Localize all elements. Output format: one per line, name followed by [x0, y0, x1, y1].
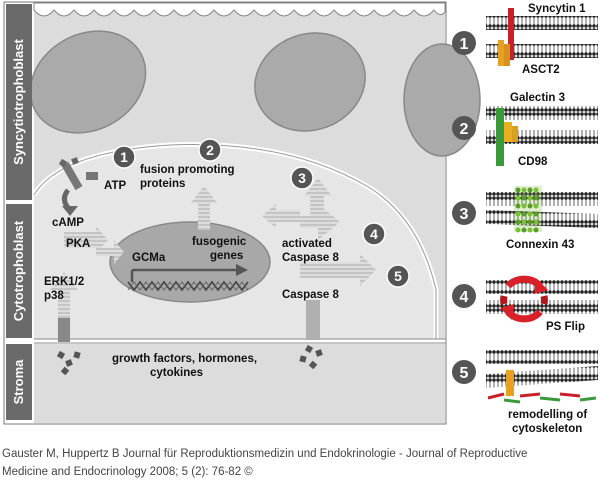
svg-text:2: 2 — [460, 121, 469, 138]
cytoskeleton-protein — [506, 370, 514, 396]
camp-label: cAMP — [52, 217, 84, 229]
cytokines-label: cytokines — [150, 367, 203, 379]
transcription-arrow — [236, 264, 248, 276]
caspase8-label: Caspase 8 — [282, 289, 340, 301]
syncytial-nucleus-1 — [29, 30, 147, 134]
caspase-stem — [306, 300, 320, 340]
p38-label: p38 — [44, 290, 64, 302]
asct2-protein-1 — [498, 40, 504, 66]
atp-channel — [86, 172, 98, 180]
svg-text:3: 3 — [298, 170, 306, 186]
svg-text:4: 4 — [460, 289, 469, 306]
genes-label: genes — [210, 250, 243, 262]
step-badge-4: 4 — [362, 222, 386, 246]
syncytial-nucleus-2 — [254, 32, 366, 132]
panel-4: 4 PS Flip — [452, 275, 598, 333]
erk-arrow — [50, 272, 78, 340]
syncytiotrophoblast-label: Syncytiotrophoblast — [11, 38, 26, 164]
remodelling-label: remodelling of — [508, 409, 587, 421]
svg-text:5: 5 — [394, 268, 402, 284]
syncytiotrophoblast-sidebar — [6, 4, 32, 200]
stroma-receptor — [58, 318, 70, 342]
svg-text:4: 4 — [370, 226, 378, 242]
panel-1: 1 Syncytin 1 ASCT2 — [452, 3, 598, 76]
dna-strand — [127, 280, 249, 292]
svg-text:3: 3 — [460, 206, 469, 223]
panel-5: 5 remodelling of cytoskeleton — [452, 350, 598, 435]
caption-line-1: Gauster M, Huppertz B Journal für Reprod… — [2, 448, 528, 460]
step-badge-2: 2 — [198, 138, 222, 162]
proteins-label: proteins — [140, 178, 185, 190]
erk-label: ERK1/2 — [44, 276, 84, 288]
svg-text:5: 5 — [460, 365, 469, 382]
svg-text:2: 2 — [206, 142, 214, 158]
pka-label: PKA — [66, 238, 90, 250]
ps-flip-label: PS Flip — [546, 321, 585, 333]
svg-text:1: 1 — [120, 149, 128, 165]
cytoskeleton-label: cytoskeleton — [512, 423, 582, 435]
syncytin-label: Syncytin 1 — [528, 3, 586, 15]
dna-strand-2 — [127, 281, 249, 291]
connexin-channel — [514, 186, 542, 233]
step-badge-5: 5 — [386, 264, 410, 288]
activated-caspase8-label: Caspase 8 — [282, 252, 340, 264]
caption-line-2: Medicine and Endocrinology 2008; 5 (2): … — [2, 466, 253, 478]
galectin-label: Galectin 3 — [510, 92, 565, 104]
panel-2: 2 Galectin 3 CD98 — [452, 92, 598, 168]
pka-arrow — [64, 226, 108, 254]
galectin-protein-2 — [512, 126, 518, 142]
cytotrophoblast-membrane-outline — [33, 144, 437, 339]
membrane-upper — [486, 16, 598, 30]
fusion-promoting-label: fusion promoting — [140, 164, 235, 176]
fusion-protein-arrow — [190, 186, 218, 230]
step-badge-1: 1 — [112, 145, 136, 169]
asct2-protein-2 — [504, 44, 510, 66]
figure-caption: Gauster M, Huppertz B Journal für Reprod… — [2, 445, 592, 481]
caspase-arrow-5 — [300, 254, 376, 286]
atp-receptor — [61, 161, 83, 191]
syncytin-protein — [508, 8, 514, 60]
syncytial-nucleus-3 — [403, 43, 481, 157]
growth-factors-label: growth factors, hormones, — [112, 353, 257, 365]
caspase-arrow-3 — [304, 178, 332, 216]
stroma-area — [34, 344, 445, 423]
panel-3: 3 Connexin 43 — [452, 186, 598, 251]
cd98-label: CD98 — [518, 156, 548, 168]
pka-to-gcma-arrow — [96, 240, 124, 264]
atp-label: ATP — [104, 180, 126, 192]
cytotrophoblast-sidebar — [6, 204, 32, 338]
caspase-arrow-4 — [300, 204, 340, 240]
caspase-arrow-left — [262, 204, 276, 228]
step-badge-3: 3 — [290, 166, 314, 190]
connexin-label: Connexin 43 — [506, 239, 574, 251]
cd98-protein — [496, 108, 504, 166]
cytotrophoblast-label: Cytotrophoblast — [11, 220, 26, 321]
microvilli-membrane — [33, 2, 446, 17]
galectin-protein-1 — [504, 122, 512, 142]
stroma-sidebar — [6, 344, 32, 420]
fusogenic-label: fusogenic — [192, 236, 247, 248]
svg-text:1: 1 — [460, 36, 469, 53]
stroma-label: Stroma — [11, 359, 26, 405]
gcma-label: GCMa — [132, 252, 166, 264]
actin-filaments — [487, 392, 597, 404]
asct2-label: ASCT2 — [522, 64, 560, 76]
activated-label: activated — [282, 238, 332, 250]
